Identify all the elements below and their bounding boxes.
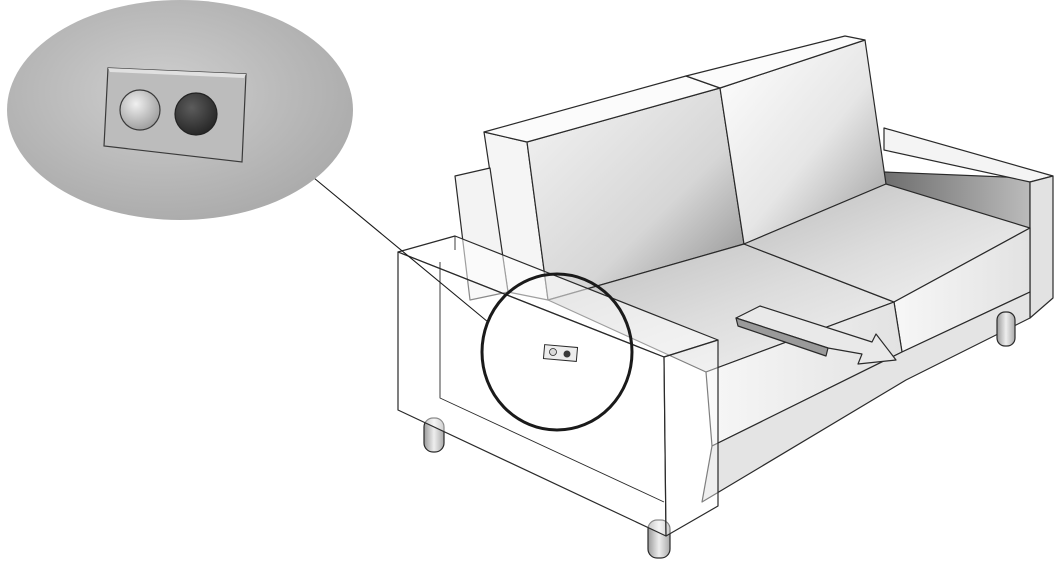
- slide-out-arrow-icon: [735, 305, 897, 365]
- control-panel-small: [542, 344, 579, 362]
- leg-front-left: [423, 417, 445, 453]
- control-button-small-dark-icon: [563, 350, 571, 358]
- control-panel-callout: [7, 0, 353, 220]
- right-armrest-side: [1029, 175, 1054, 319]
- sofa-body: [397, 35, 1054, 559]
- control-button-small-light-icon: [549, 348, 557, 356]
- back-cushion-right-top: [685, 35, 866, 89]
- control-button-light-icon: [119, 89, 161, 131]
- leg-back-right: [996, 311, 1016, 347]
- callout-leader-line: [313, 177, 489, 323]
- left-armrest-transparent: [397, 235, 719, 537]
- control-button-dark-icon: [174, 92, 218, 136]
- control-panel-magnifier: [480, 272, 634, 432]
- sofa-base-front: [701, 291, 1031, 503]
